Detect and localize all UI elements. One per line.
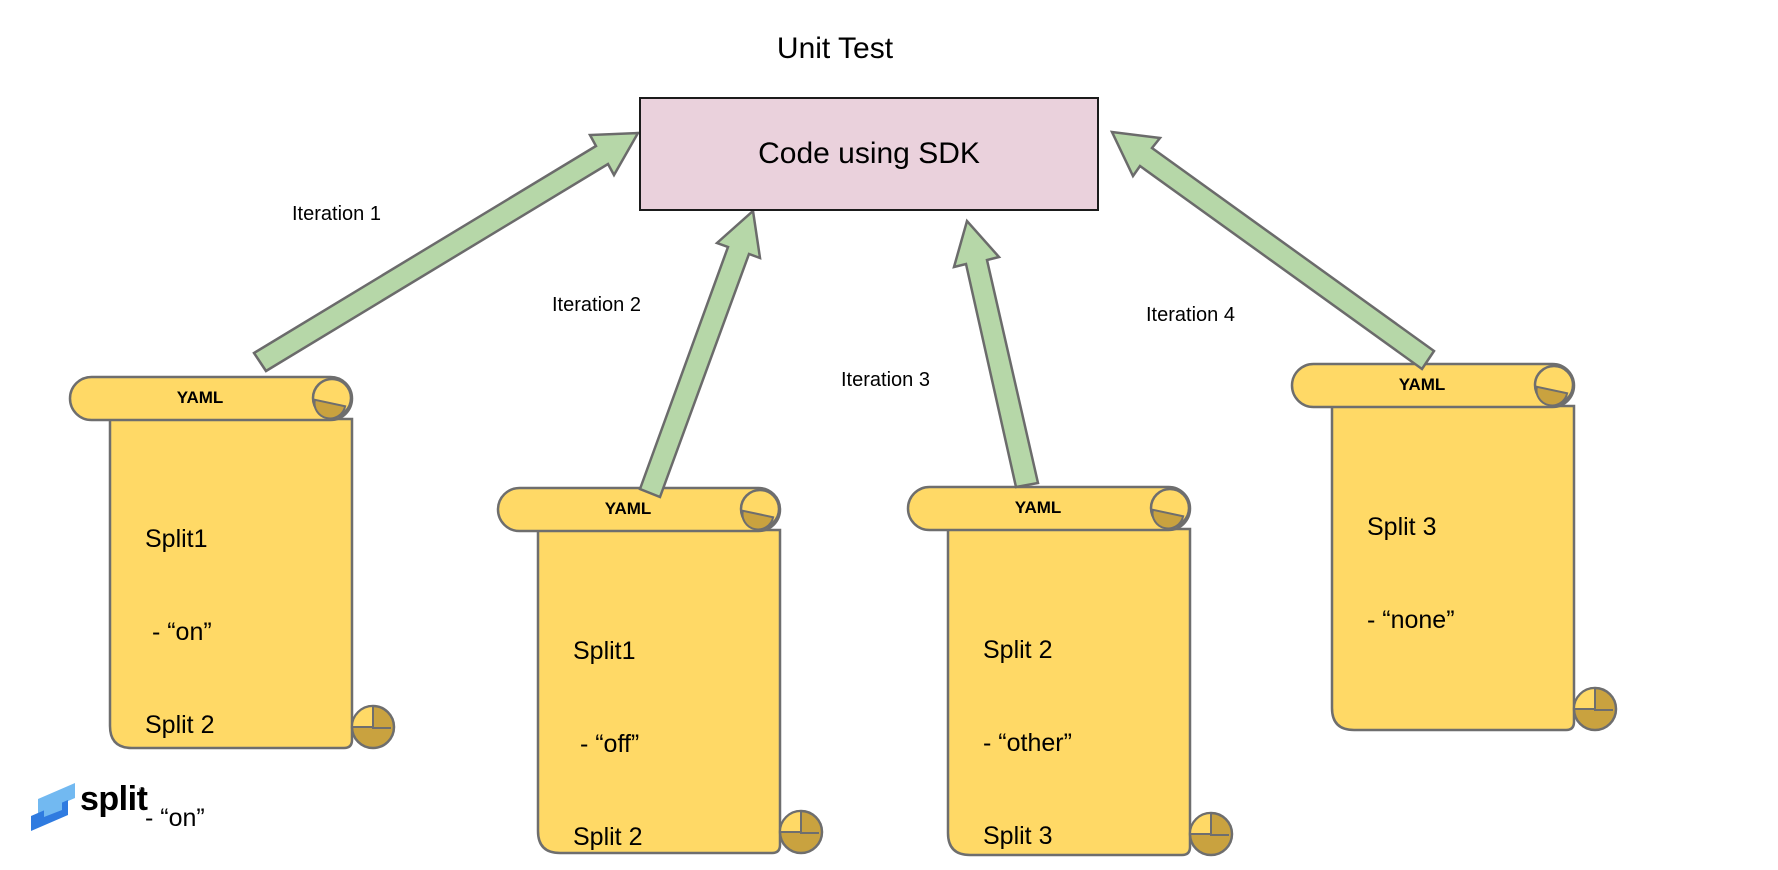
scroll-line: Split1 [573, 637, 636, 665]
arrow-iteration-3 [952, 218, 1040, 489]
arrow-iteration-1 [252, 131, 641, 373]
scroll-line: - “off” [573, 730, 640, 758]
scroll-line: Split 2 [145, 711, 215, 739]
yaml-scroll-3-shape [906, 485, 1234, 857]
scroll-2-header: YAML [604, 499, 652, 518]
scroll-line: Split 2 [573, 823, 643, 851]
split-logo-icon [31, 783, 75, 831]
scroll-1-header: YAML [176, 388, 224, 407]
scroll-line: - “none” [1367, 606, 1455, 634]
yaml-scroll-2-shape [496, 486, 824, 855]
scroll-line: Split1 [145, 525, 208, 553]
scroll-line: Split 2 [983, 636, 1053, 664]
split-logo [30, 783, 76, 836]
scroll-line: Split 3 [983, 822, 1053, 850]
scroll-3-header: YAML [1014, 498, 1062, 517]
sdk-box: Code using SDK [639, 97, 1099, 211]
scroll-4-header: YAML [1398, 375, 1446, 394]
scroll-2-content: Split1 - “off” Split 2 - “off” Split 3 -… [573, 574, 694, 870]
page-title: Unit Test [776, 32, 894, 65]
sdk-box-label: Code using SDK [758, 137, 980, 170]
iteration-4-label: Iteration 4 [1146, 304, 1235, 326]
scroll-line: - “on” [145, 618, 212, 646]
scroll-line: - “on” [145, 804, 205, 832]
iteration-3-label: Iteration 3 [841, 369, 930, 391]
arrow-iteration-2 [638, 208, 762, 499]
yaml-scroll-4-shape [1290, 362, 1618, 732]
scroll-line: Split 3 [1367, 513, 1437, 541]
iteration-2-label: Iteration 2 [552, 294, 641, 316]
scroll-line: - “other” [983, 729, 1072, 757]
split-logo-trademark: ® [139, 786, 145, 795]
scroll-1-content: Split1 - “on” Split 2 - “on” Split 3 - “… [145, 462, 224, 870]
yaml-scroll-1-shape [68, 375, 396, 750]
scroll-4-content: Split 3 - “none” [1367, 450, 1455, 698]
iteration-1-label: Iteration 1 [292, 203, 381, 225]
scroll-3-content: Split 2 - “other” Split 3 - “low” [983, 573, 1072, 870]
split-logo-wordmark: split [80, 780, 148, 818]
arrow-iteration-4 [1109, 130, 1436, 371]
